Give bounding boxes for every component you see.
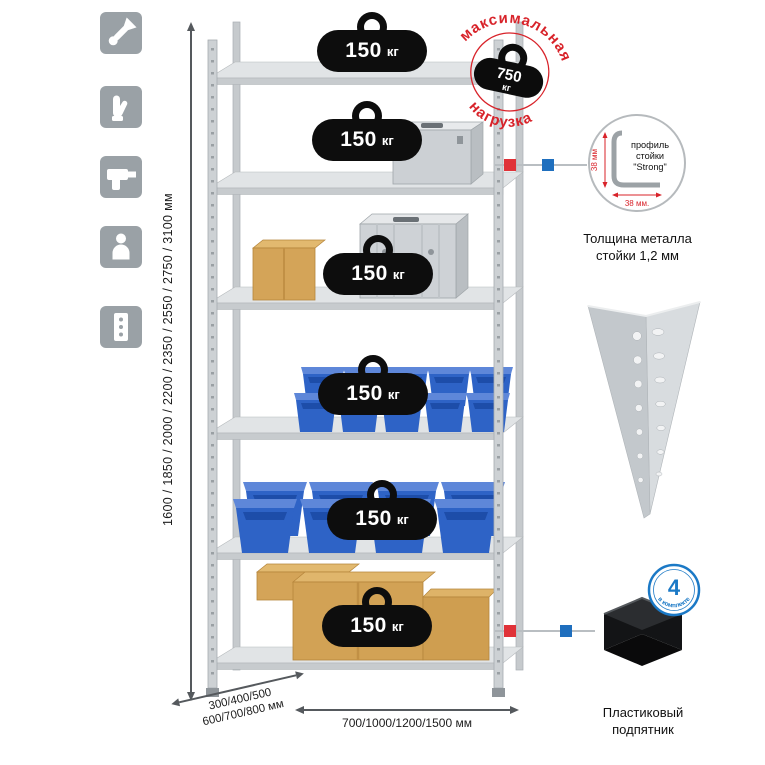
person-icon	[100, 226, 142, 268]
max-load-stamp: максимальная нагрузка 750 кг	[454, 2, 579, 137]
marker-blue-square-bottom	[560, 625, 572, 637]
foot-caption: Пластиковый подпятник	[572, 705, 714, 739]
profile-detail-circle: 38 мм 38 мм. профиль стойки "Strong"	[588, 114, 686, 212]
person-icon-art	[112, 233, 130, 260]
load-unit: кг	[392, 266, 405, 282]
width-arrow-right	[510, 706, 519, 714]
svg-text:38 мм: 38 мм	[590, 149, 599, 171]
foot-caption-line1: Пластиковый	[602, 705, 684, 720]
load-value: 150	[346, 382, 383, 405]
load-unit: кг	[387, 386, 400, 402]
profile-label: профиль стойки "Strong"	[631, 140, 669, 172]
load-value: 150	[351, 262, 388, 285]
marker-blue-square-top	[542, 159, 554, 171]
rack-back-posts	[232, 21, 524, 671]
gloves-icon-art	[112, 95, 128, 121]
profile-caption-line1: Толщина металла	[583, 231, 692, 246]
profile-dim-vertical: 38 мм	[590, 132, 608, 188]
foot-caption-line2: подпятник	[612, 721, 674, 737]
post-profile-drawing	[611, 130, 660, 188]
post-holes	[632, 328, 666, 483]
wrench-icon-art	[108, 17, 137, 46]
load-unit: кг	[396, 511, 409, 527]
load-unit: кг	[391, 618, 404, 634]
load-value: 150	[355, 507, 392, 530]
stamp-weight-icon: 750 кг	[473, 43, 544, 98]
drill-icon	[100, 156, 142, 198]
rack-post-icon	[100, 306, 142, 348]
marker-red-square-top	[504, 159, 516, 171]
drill-icon-art	[107, 169, 136, 190]
svg-text:"Strong": "Strong"	[633, 162, 667, 172]
height-dimension-label: 1600 / 1850 / 2000 / 2200 / 2350 / 2550 …	[161, 193, 175, 527]
width-dimension-line	[302, 709, 512, 711]
load-value: 150	[345, 39, 382, 62]
wrench-icon	[100, 12, 142, 54]
marker-red-square-bottom	[504, 625, 516, 637]
load-unit: кг	[386, 43, 399, 59]
profile-caption-line2: стойки 1,2 мм	[596, 247, 679, 263]
load-unit: кг	[381, 132, 394, 148]
stamp-arc-bottom-text: нагрузка	[463, 96, 538, 137]
height-arrow-bottom	[187, 692, 195, 701]
svg-text:нагрузка: нагрузка	[463, 96, 538, 137]
connector-line-top	[495, 164, 587, 166]
included-count-badge: 4 в комплекте	[647, 563, 701, 617]
height-dimension-line	[190, 30, 192, 692]
stamp-unit: кг	[501, 82, 512, 95]
svg-text:стойки: стойки	[636, 151, 664, 161]
profile-dim-horizontal: 38 мм.	[612, 192, 662, 208]
svg-text:38 мм.: 38 мм.	[625, 199, 649, 208]
corner-post-image	[587, 301, 701, 519]
stamp-value: 750	[495, 64, 523, 86]
gloves-icon	[100, 86, 142, 128]
height-arrow-top	[187, 22, 195, 31]
badge-number: 4	[668, 575, 681, 600]
svg-text:профиль: профиль	[631, 140, 669, 150]
load-value: 150	[340, 128, 377, 151]
rack-post-icon-art	[114, 313, 128, 341]
width-arrow-left	[295, 706, 304, 714]
connector-line-bottom	[495, 630, 595, 632]
cardboard-box-shelf3	[252, 239, 326, 301]
profile-caption: Толщина металла стойки 1,2 мм	[570, 231, 705, 265]
width-dimension-label: 700/1000/1200/1500 мм	[342, 716, 472, 730]
load-value: 150	[350, 614, 387, 637]
